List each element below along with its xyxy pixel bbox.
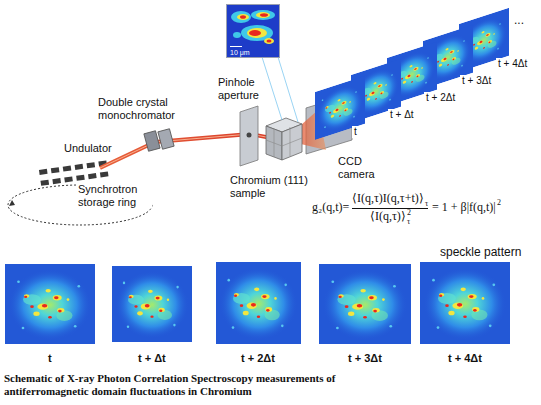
scale-bar bbox=[230, 46, 242, 47]
time-label: t bbox=[48, 352, 52, 365]
magnified-domain-image: 10 μm bbox=[226, 4, 280, 58]
component-label: Chromium (111) sample bbox=[230, 174, 314, 199]
formula-term: ⟨I(q,τ)⟩ bbox=[370, 210, 406, 224]
component-label: Synchrotron storage ring bbox=[76, 183, 152, 208]
time-label: t + Δt bbox=[388, 109, 416, 121]
fraction-bar bbox=[352, 208, 428, 209]
formula-subscript: τ bbox=[407, 217, 410, 226]
time-label: t + Δt bbox=[138, 352, 166, 365]
time-label: t + 4Δt bbox=[496, 58, 529, 70]
component-label: Double crystal monochromator bbox=[98, 96, 190, 121]
component-label: Pinhole aperture bbox=[218, 76, 268, 101]
continuation-dots: ... bbox=[514, 14, 524, 28]
formula-superscript: 2 bbox=[497, 198, 501, 207]
time-label: t + 3Δt bbox=[348, 352, 382, 365]
scale-label: 10 μm bbox=[230, 49, 250, 56]
time-label: t + 2Δt bbox=[241, 352, 275, 365]
figure-caption: Schematic of X-ray Photon Correlation Sp… bbox=[4, 372, 356, 398]
formula-term: ⟨I(q,τ)I(q,τ+t)⟩ bbox=[352, 192, 424, 206]
time-label: t bbox=[352, 126, 359, 138]
time-label: t + 3Δt bbox=[460, 75, 493, 87]
time-label: t + 2Δt bbox=[424, 92, 457, 104]
time-label: t + 4Δt bbox=[448, 352, 482, 365]
formula-term: g₂(q,t)= bbox=[312, 201, 349, 215]
formula-superscript: 2 bbox=[407, 208, 411, 217]
formula-subscript: τ bbox=[425, 199, 428, 208]
component-label: Undulator bbox=[62, 142, 114, 155]
section-label: speckle pattern bbox=[440, 246, 521, 260]
component-label: CCD camera bbox=[338, 155, 386, 180]
formula-term: = 1 + β|f(q,t)| bbox=[432, 201, 496, 215]
